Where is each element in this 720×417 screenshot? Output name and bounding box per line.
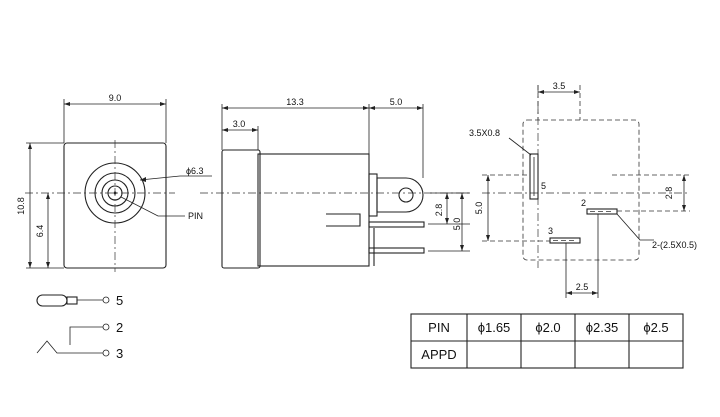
front-hole-leader — [139, 175, 212, 181]
side-collar — [368, 173, 378, 217]
side-total-arrows — [460, 193, 464, 251]
side-front-flange — [221, 149, 261, 269]
side-tab-arrows — [369, 106, 423, 110]
side-pin-lower — [368, 247, 425, 254]
table-cell-size: ϕ2.0 — [535, 320, 560, 335]
side-front-dim: 3.0 — [233, 119, 246, 129]
table-cell-size: ϕ2.5 — [643, 320, 668, 335]
fp-top-dim: 3.5 — [553, 81, 566, 91]
front-width-dim: 9.0 — [109, 93, 122, 103]
side-pin-upper — [326, 213, 361, 227]
schematic-pin3-label: 3 — [116, 346, 123, 361]
schematic-pin5-terminal — [102, 296, 110, 304]
side-tab-hole — [398, 187, 414, 203]
schematic-plug-body — [36, 294, 68, 307]
table-row-header-pin: PIN — [428, 320, 450, 335]
footprint-pad-5 — [529, 153, 539, 200]
schematic-spring-wire — [69, 326, 103, 345]
schematic-pin2-terminal — [102, 323, 110, 331]
side-length-dim: 13.3 — [286, 97, 304, 107]
front-hole-dim: ϕ6.3 — [186, 166, 204, 176]
side-pin-total-dim: 5.0 — [452, 218, 462, 231]
side-tab — [376, 177, 424, 213]
fp-pair-leader — [616, 213, 654, 241]
footprint-outline — [522, 119, 640, 261]
side-tab-dim: 5.0 — [390, 97, 403, 107]
footprint-view: 5 2 3 3.5 3.5X0.8 5.0 2.8 2.5 2-(2.5X0.5… — [469, 81, 697, 298]
side-view: 13.3 3.0 5.0 2.8 5.0 — [200, 97, 470, 269]
footprint-pad-2 — [586, 208, 618, 215]
front-view: 9.0 10.8 6.4 ϕ6.3 PIN — [16, 93, 212, 272]
front-center-height-dim: 6.4 — [35, 225, 45, 238]
fp-right-dim: 2.8 — [664, 187, 674, 200]
front-height-dim: 10.8 — [16, 197, 26, 215]
fp-height-dim: 5.0 — [474, 202, 484, 215]
table-cell-size: ϕ1.65 — [478, 320, 511, 335]
footprint-pad-3-label: 3 — [548, 226, 553, 236]
front-pin-label: PIN — [188, 211, 203, 221]
fp-slot-leader — [508, 137, 532, 156]
footprint-pad-5-label: 5 — [541, 181, 546, 191]
footprint-pad-3 — [549, 237, 581, 244]
table-cell-size: ϕ2.35 — [586, 320, 619, 335]
front-pin-leader — [120, 196, 185, 217]
side-pin-spacing-dim: 2.8 — [434, 204, 444, 217]
schematic-symbol: 5 2 3 — [36, 293, 123, 361]
table-row-header-appd: APPD — [421, 347, 456, 362]
schematic-pin3-terminal — [102, 349, 110, 357]
side-pin-mid — [368, 221, 425, 228]
footprint-pad-2-label: 2 — [581, 198, 586, 208]
schematic-sleeve-wire — [36, 340, 103, 354]
fp-bottom-dim: 2.5 — [576, 282, 589, 292]
side-body — [257, 153, 370, 267]
pin-size-table: PIN APPD ϕ1.65 ϕ2.0 ϕ2.35 ϕ2.5 — [410, 313, 684, 369]
schematic-pin5-label: 5 — [116, 293, 123, 308]
schematic-plug-tip — [66, 296, 78, 305]
schematic-pin2-label: 2 — [116, 320, 123, 335]
fp-slot-label: 3.5X0.8 — [469, 128, 500, 138]
front-hole-arrow — [140, 177, 146, 182]
fp-pair-label: 2-(2.5X0.5) — [652, 240, 697, 250]
